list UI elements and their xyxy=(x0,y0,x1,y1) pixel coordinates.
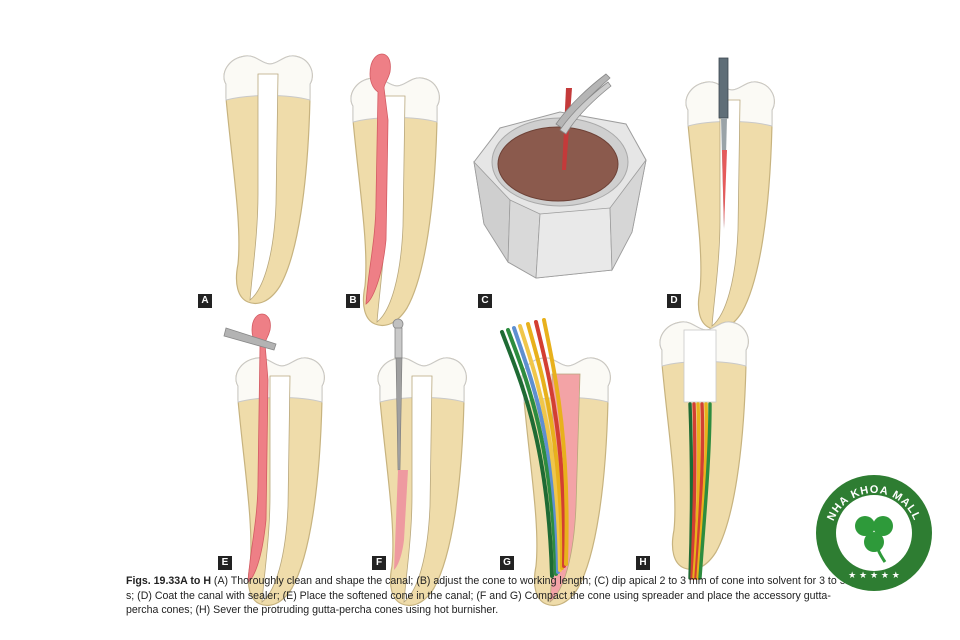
panel-label-e: E xyxy=(218,556,232,570)
panel-e-tooth xyxy=(235,357,325,607)
cone-in-pliers xyxy=(555,73,612,170)
sealer-instrument xyxy=(718,57,729,230)
figure-caption: Figs. 19.33A to H (A) Thoroughly clean a… xyxy=(126,574,846,618)
badge-stars: ★ ★ ★ ★ ★ xyxy=(848,571,900,581)
panel-label-h: H xyxy=(636,556,650,570)
panel-label-a: A xyxy=(198,294,212,308)
panel-a-tooth xyxy=(223,55,313,305)
accessory-cones xyxy=(500,318,569,578)
panel-d-tooth xyxy=(685,81,775,331)
severed-cones xyxy=(688,402,712,580)
panel-b-tooth xyxy=(350,77,440,327)
master-cone xyxy=(365,53,391,305)
panel-label-c: C xyxy=(478,294,492,308)
solvent-dish xyxy=(473,111,647,279)
panel-label-f: F xyxy=(372,556,386,570)
spreader xyxy=(392,318,408,570)
caption-text: (A) Thoroughly clean and shape the canal… xyxy=(126,575,846,617)
clover-icon xyxy=(855,516,893,563)
figure-reference: Figs. 19.33A to H xyxy=(126,575,211,587)
panel-label-g: G xyxy=(500,556,514,570)
nha-khoa-mall-badge: NHA KHOA MALL ★ ★ ★ ★ ★ xyxy=(816,475,932,591)
panel-label-b: B xyxy=(346,294,360,308)
panel-label-d: D xyxy=(667,294,681,308)
panel-h-tooth xyxy=(659,321,749,571)
panel-f-tooth xyxy=(377,357,467,607)
softened-cone xyxy=(223,313,277,583)
